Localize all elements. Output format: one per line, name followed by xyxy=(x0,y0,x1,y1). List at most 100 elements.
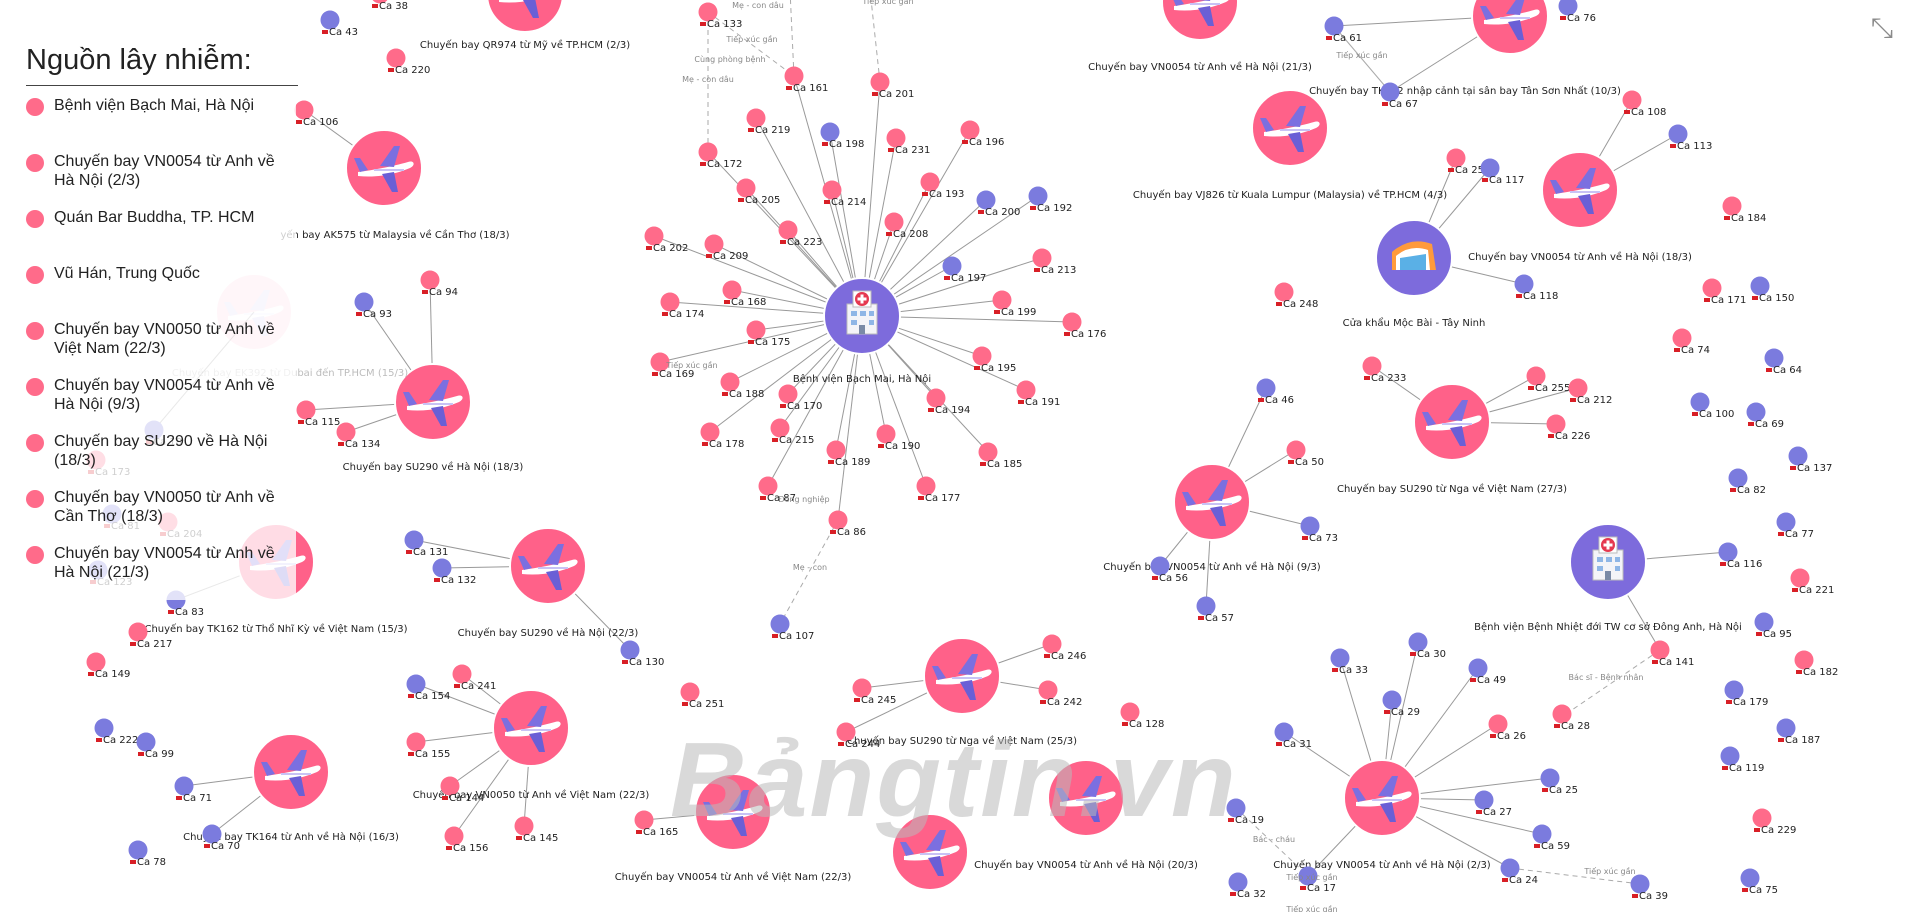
case-node[interactable]: Ca 130 xyxy=(620,640,665,669)
collapse-icon[interactable]: ⤡ xyxy=(1870,11,1894,43)
hub-node-h-su290-22[interactable] xyxy=(509,527,587,605)
case-node[interactable]: Ca 32 xyxy=(1228,872,1267,901)
case-node[interactable]: Ca 28 xyxy=(1552,704,1591,733)
case-node[interactable]: Ca 27 xyxy=(1474,790,1513,819)
case-node[interactable]: Ca 219 xyxy=(746,108,791,137)
case-node[interactable]: Ca 93 xyxy=(354,292,393,321)
case-node[interactable]: Ca 182 xyxy=(1794,650,1839,679)
case-node[interactable]: Ca 169 xyxy=(650,352,695,381)
case-node[interactable]: Ca 128 xyxy=(1120,702,1165,731)
legend-item[interactable]: Bệnh viện Bạch Mai, Hà Nội xyxy=(26,96,296,152)
case-node[interactable]: Ca 95 xyxy=(1754,612,1793,641)
hub-node-h-vn18[interactable] xyxy=(1541,151,1619,229)
case-node[interactable]: Ca 229 xyxy=(1752,808,1797,837)
case-node[interactable]: Ca 116 xyxy=(1718,542,1763,571)
case-node[interactable]: Ca 209 xyxy=(704,234,749,263)
case-node[interactable]: Ca 73 xyxy=(1300,516,1339,545)
case-node[interactable]: Ca 67 xyxy=(1380,82,1419,111)
case-node[interactable]: Ca 176 xyxy=(1062,312,1107,341)
legend-item[interactable]: Chuyến bay SU290 về Hà Nội (18/3) xyxy=(26,432,296,488)
case-node[interactable]: Ca 213 xyxy=(1032,248,1077,277)
case-node[interactable]: Ca 117 xyxy=(1480,158,1525,187)
case-node[interactable]: Ca 31 xyxy=(1274,722,1313,751)
case-node[interactable]: Ca 43 xyxy=(320,10,359,39)
hub-node-h-vn2[interactable] xyxy=(1343,759,1421,837)
case-node[interactable]: Ca 244 xyxy=(836,722,881,751)
case-node[interactable]: Ca 132 xyxy=(432,558,477,587)
case-node[interactable]: Ca 87 xyxy=(758,476,797,505)
hub-node-h-tk164[interactable] xyxy=(252,733,330,811)
case-node[interactable]: Ca 106 xyxy=(294,100,339,129)
case-node[interactable]: Ca 201 xyxy=(870,72,915,101)
legend-item[interactable]: Chuyến bay VN0054 từ Anh về Hà Nội (21/3… xyxy=(26,544,296,600)
legend-item[interactable]: Vũ Hán, Trung Quốc xyxy=(26,264,296,320)
case-node[interactable]: Ca 69 xyxy=(1746,402,1785,431)
legend-item[interactable]: Chuyến bay VN0050 từ Anh về Việt Nam (22… xyxy=(26,320,296,376)
case-node[interactable]: Ca 245 xyxy=(852,678,897,707)
case-node[interactable]: Ca 174 xyxy=(660,292,705,321)
case-node[interactable]: Ca 217 xyxy=(128,622,173,651)
case-node[interactable]: Ca 61 xyxy=(1324,16,1363,45)
case-node[interactable]: Ca 231 xyxy=(886,128,931,157)
case-node[interactable]: Ca 214 xyxy=(822,180,867,209)
case-node[interactable]: Ca 199 xyxy=(992,290,1037,319)
case-node[interactable]: Ca 177 xyxy=(916,476,961,505)
case-node[interactable]: Ca 192 xyxy=(1028,186,1073,215)
case-node[interactable]: Ca 193 xyxy=(920,172,965,201)
case-node[interactable]: Ca 185 xyxy=(978,442,1023,471)
case-node[interactable]: Ca 252 xyxy=(1446,148,1491,177)
case-node[interactable]: Ca 119 xyxy=(1720,746,1765,775)
case-node[interactable]: Ca 118 xyxy=(1514,274,1559,303)
case-node[interactable]: Ca 107 xyxy=(770,614,815,643)
case-node[interactable]: Ca 198 xyxy=(820,122,865,151)
case-node[interactable]: Ca 144 xyxy=(440,776,485,805)
case-node[interactable]: Ca 184 xyxy=(1722,196,1767,225)
case-node[interactable]: Ca 78 xyxy=(128,840,167,869)
case-node[interactable]: Ca 155 xyxy=(406,732,451,761)
case-node[interactable]: Ca 29 xyxy=(1382,690,1421,719)
case-node[interactable]: Ca 165 xyxy=(634,810,679,839)
case-node[interactable]: Ca 191 xyxy=(1016,380,1061,409)
case-node[interactable]: Ca 194 xyxy=(926,388,971,417)
case-node[interactable]: Ca 202 xyxy=(644,226,689,255)
case-node[interactable]: Ca 141 xyxy=(1650,640,1695,669)
case-node[interactable]: Ca 145 xyxy=(514,816,559,845)
hub-node-h-ak575[interactable] xyxy=(345,129,423,207)
case-node[interactable]: Ca 70 xyxy=(202,824,241,853)
case-node[interactable]: Ca 189 xyxy=(826,440,871,469)
case-node[interactable]: Ca 39 xyxy=(1630,874,1669,903)
case-node[interactable]: Ca 137 xyxy=(1788,446,1833,475)
case-node[interactable]: Ca 208 xyxy=(884,212,929,241)
hub-node-h-vn20[interactable] xyxy=(1047,759,1125,837)
case-node[interactable]: Ca 134 xyxy=(336,422,381,451)
case-node[interactable]: Ca 38 xyxy=(371,0,409,12)
case-node[interactable]: Ca 26 xyxy=(1488,714,1527,743)
case-node[interactable]: Ca 33 xyxy=(1330,648,1369,677)
case-node[interactable]: Ca 19 xyxy=(1226,798,1265,827)
case-node[interactable]: Ca 46 xyxy=(1256,378,1295,407)
legend-item[interactable]: Chuyến bay VN0054 từ Anh về Hà Nội (2/3) xyxy=(26,152,296,208)
case-node[interactable]: Ca 196 xyxy=(960,120,1005,149)
case-node[interactable]: Ca 222 xyxy=(94,718,139,747)
case-node[interactable]: Ca 133 xyxy=(698,2,743,31)
case-node[interactable]: Ca 175 xyxy=(746,320,791,349)
case-node[interactable]: Ca 215 xyxy=(770,418,815,447)
case-node[interactable]: Ca 49 xyxy=(1468,658,1507,687)
case-node[interactable]: Ca 172 xyxy=(698,142,743,171)
case-node[interactable]: Ca 168 xyxy=(722,280,767,309)
case-node[interactable]: Ca 150 xyxy=(1750,276,1795,305)
case-node[interactable]: Ca 74 xyxy=(1672,328,1711,357)
case-node[interactable]: Ca 99 xyxy=(136,732,175,761)
case-node[interactable]: Ca 100 xyxy=(1690,392,1735,421)
hub-node-h-su290-25[interactable] xyxy=(923,637,1001,715)
legend-item[interactable]: Chuyến bay VN0054 từ Anh về Hà Nội (9/3) xyxy=(26,376,296,432)
legend-item[interactable]: Quán Bar Buddha, TP. HCM xyxy=(26,208,296,264)
hub-node-h-su290-27[interactable] xyxy=(1413,383,1491,461)
case-node[interactable]: Ca 212 xyxy=(1568,378,1613,407)
case-node[interactable]: Ca 94 xyxy=(420,270,459,299)
case-node[interactable]: Ca 30 xyxy=(1408,632,1447,661)
hub-node-h-qr974[interactable] xyxy=(486,0,564,33)
case-node[interactable]: Ca 64 xyxy=(1764,348,1803,377)
case-node[interactable]: Ca 170 xyxy=(778,384,823,413)
case-node[interactable]: Ca 76 xyxy=(1558,0,1597,24)
